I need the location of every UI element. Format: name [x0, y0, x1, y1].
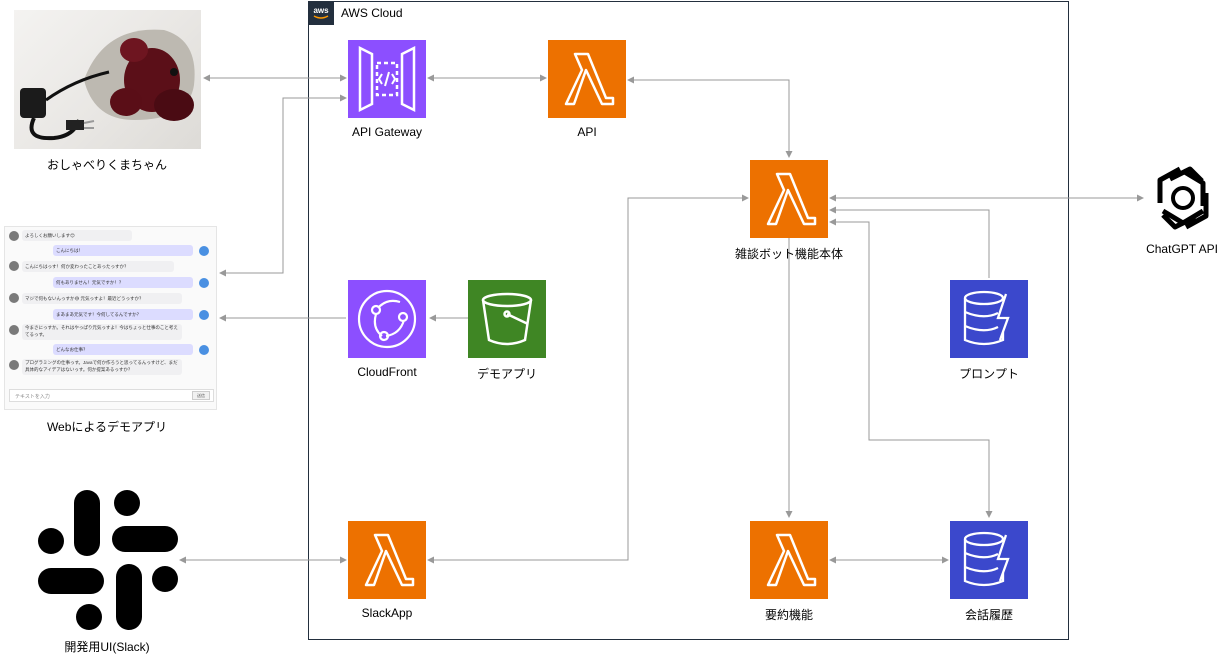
- chatgpt-label: ChatGPT API: [1146, 242, 1218, 256]
- aws-cloud-title: AWS Cloud: [341, 6, 403, 20]
- avatar: [199, 278, 209, 288]
- slack-label: 開発用UI(Slack): [64, 638, 149, 655]
- avatar: [199, 345, 209, 355]
- web-demo-screenshot: よろしくお願いします😊 こんにちは！ こんにちはっす！何か変わったことあったっす…: [4, 226, 217, 410]
- chat-message: よろしくお願いします😊: [22, 230, 132, 241]
- chat-message: 何もありません！元気ですか！？: [53, 277, 193, 288]
- lambda-icon: [348, 521, 426, 599]
- api-lambda-label: API: [577, 125, 596, 139]
- chat-input[interactable]: テキストを入力: [9, 389, 214, 402]
- cloudfront-icon: [348, 280, 426, 358]
- web-demo-label: Webによるデモアプリ: [47, 418, 167, 435]
- bot-lambda-label: 雑談ボット機能本体: [735, 245, 843, 262]
- avatar: [9, 231, 19, 241]
- s3-label: デモアプリ: [477, 365, 537, 382]
- avatar: [199, 310, 209, 320]
- chat-message: どんなお仕事？: [53, 344, 193, 355]
- cloudfront-label: CloudFront: [357, 365, 416, 379]
- avatar: [9, 293, 19, 303]
- chat-message: こんにちは！: [53, 245, 193, 256]
- dynamodb-icon: [950, 521, 1028, 599]
- lambda-icon: [548, 40, 626, 118]
- dynamodb-icon: [950, 280, 1028, 358]
- chat-message: こんにちはっす！何か変わったことあったっすか？: [22, 261, 174, 272]
- summary-lambda-label: 要約機能: [765, 606, 813, 623]
- history-db-label: 会話履歴: [965, 606, 1013, 623]
- api-gateway-icon: [348, 40, 426, 118]
- slack-logo-icon: [38, 490, 178, 630]
- aws-logo-icon: aws: [308, 1, 334, 25]
- s3-bucket-icon: [468, 280, 546, 358]
- chat-message: 今まさにっすか。それはやっぱり元気っすよ！今はちょっと仕事のこと考えてるっす。: [22, 324, 182, 340]
- avatar: [9, 325, 19, 335]
- send-button[interactable]: 送信: [192, 391, 210, 400]
- openai-logo-icon: [1148, 163, 1218, 233]
- chat-message: プログラミングの仕事っす。Javaで何か作ろうと思ってるんっすけど、まだ具体的な…: [22, 359, 182, 375]
- avatar: [199, 246, 209, 256]
- avatar: [9, 261, 19, 271]
- bear-photo: [14, 10, 201, 149]
- chat-message: マジで何もないんっすか😅 元気っすよ！最近どうっすか？: [22, 293, 182, 304]
- avatar: [9, 360, 19, 370]
- svg-text:aws: aws: [313, 6, 329, 15]
- chat-message: まあまあ元気です！今何してるんですか？: [53, 309, 193, 320]
- lambda-icon: [750, 160, 828, 238]
- prompt-db-label: プロンプト: [959, 365, 1019, 382]
- slackapp-label: SlackApp: [362, 606, 413, 620]
- api-gateway-label: API Gateway: [352, 125, 422, 139]
- bear-label: おしゃべりくまちゃん: [47, 156, 167, 173]
- lambda-icon: [750, 521, 828, 599]
